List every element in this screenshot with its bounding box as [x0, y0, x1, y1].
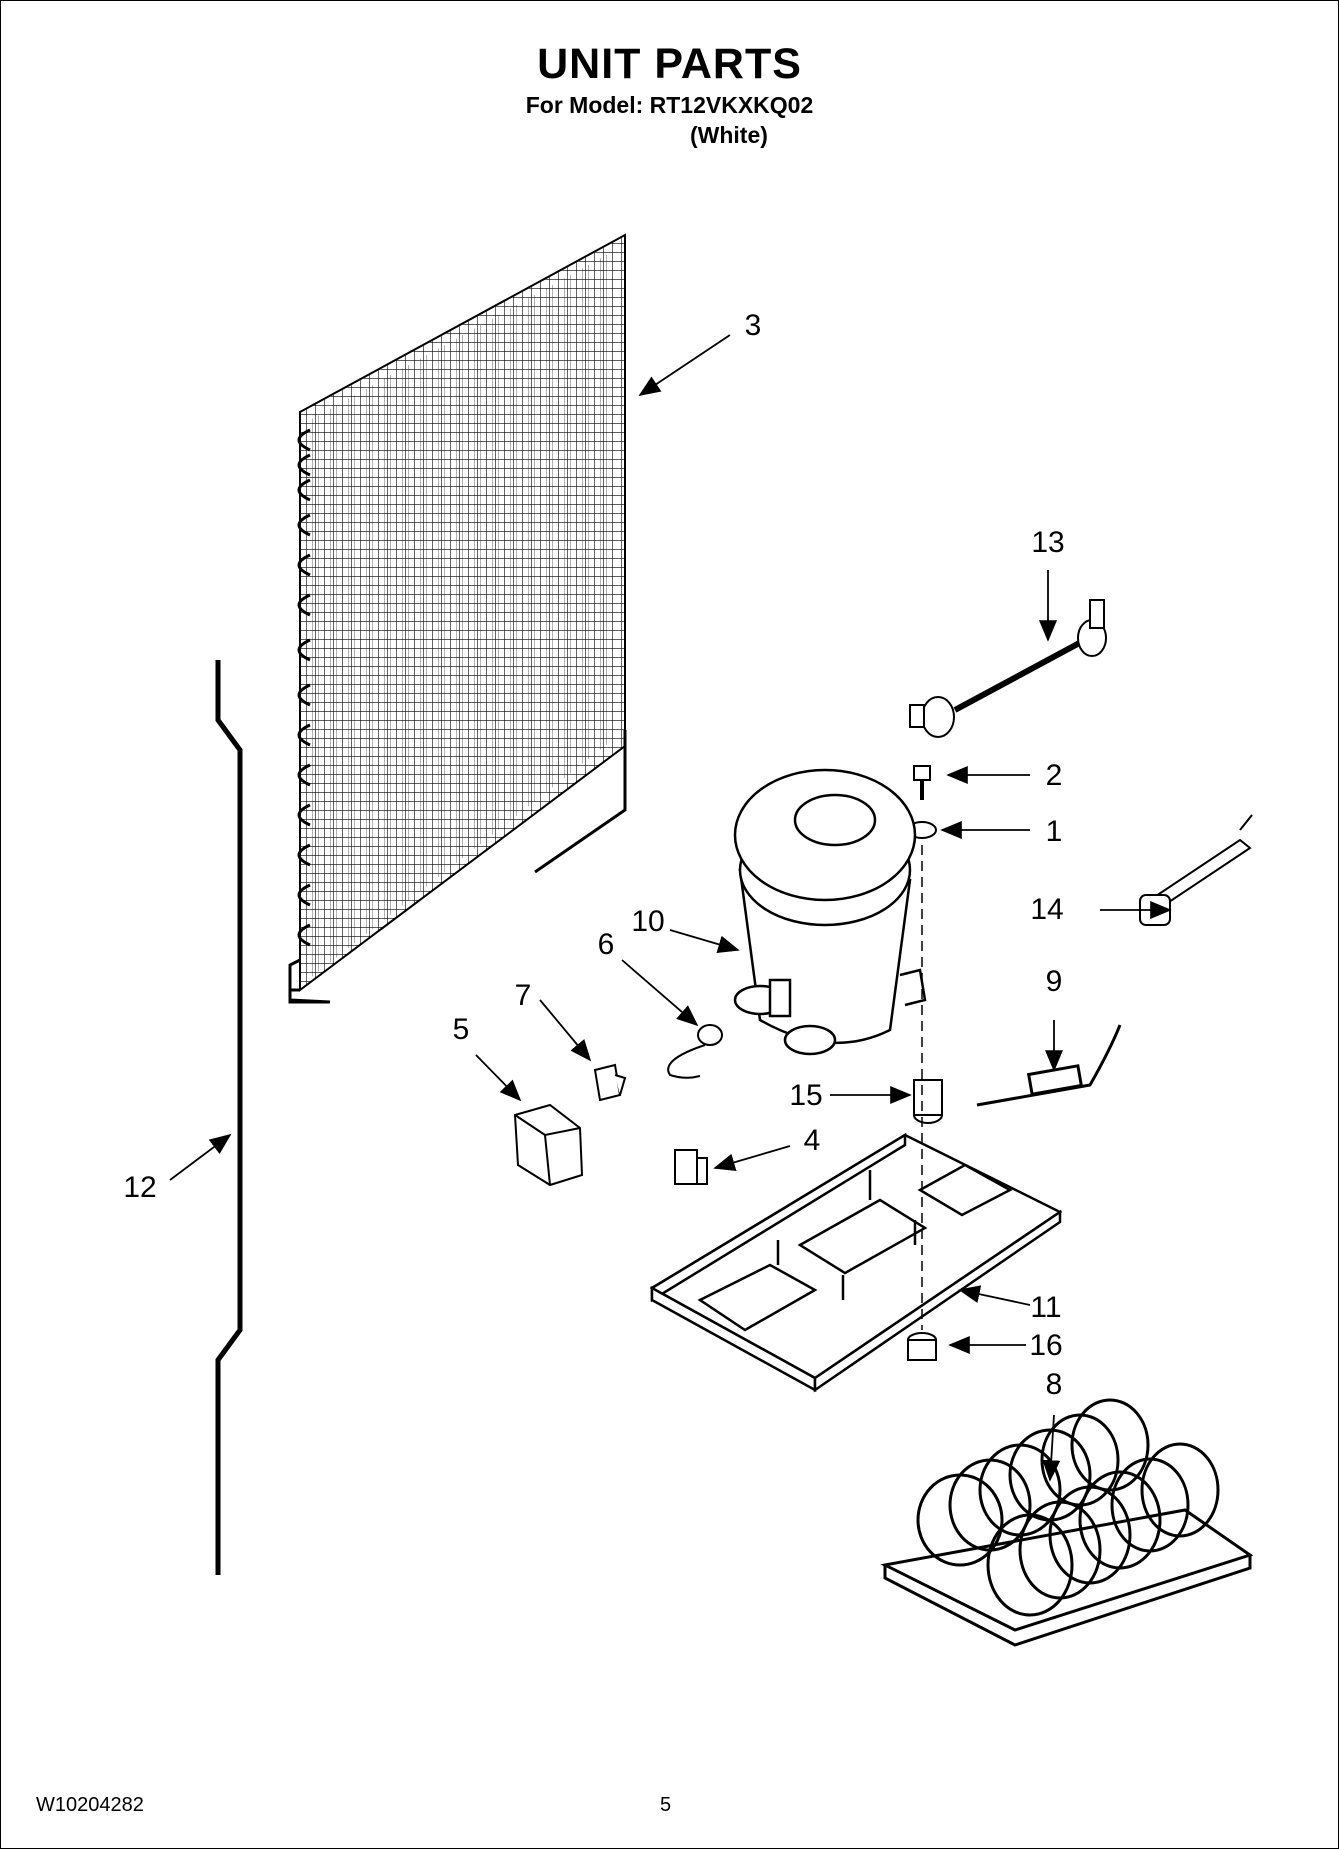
callout-14: 14	[1030, 893, 1064, 926]
callout-6: 6	[597, 928, 615, 961]
callout-16: 16	[1029, 1329, 1063, 1362]
leader-arrows	[169, 334, 1172, 1482]
callout-12: 12	[123, 1171, 157, 1204]
screw-part	[913, 765, 931, 800]
callout-7: 7	[514, 979, 532, 1012]
overload-part	[667, 1024, 723, 1079]
callout-1: 1	[1045, 815, 1063, 848]
callout-8: 8	[1045, 1368, 1063, 1401]
valve-part	[1139, 814, 1253, 926]
page-number: 5	[660, 1794, 672, 1816]
page-title: UNIT PARTS	[537, 40, 802, 88]
base-plate-part	[649, 1132, 1063, 1393]
tube-assembly-part	[909, 599, 1107, 738]
grommet-part	[913, 1079, 943, 1124]
callout-2: 2	[1045, 759, 1063, 792]
clip-part	[593, 1063, 627, 1102]
condenser-part	[288, 233, 627, 1004]
drier-part	[976, 1024, 1122, 1107]
relay-part	[674, 1149, 708, 1185]
callout-13: 13	[1031, 526, 1065, 559]
callout-15: 15	[789, 1079, 823, 1112]
callout-3: 3	[744, 309, 762, 342]
nut-part	[907, 1332, 937, 1361]
drain-pan-coil-part	[880, 1398, 1254, 1647]
document-number: W10204282	[36, 1794, 144, 1816]
callout-11: 11	[1030, 1291, 1062, 1324]
callout-10: 10	[631, 905, 665, 938]
tube-part	[215, 660, 243, 1575]
callout-5: 5	[452, 1013, 470, 1046]
callout-4: 4	[803, 1124, 821, 1157]
callout-9: 9	[1045, 965, 1063, 998]
cover-part	[513, 1103, 584, 1187]
compressor-part	[733, 768, 927, 1056]
color-variant: (White)	[690, 122, 768, 148]
model-line: For Model: RT12VKXKQ02	[525, 92, 814, 118]
